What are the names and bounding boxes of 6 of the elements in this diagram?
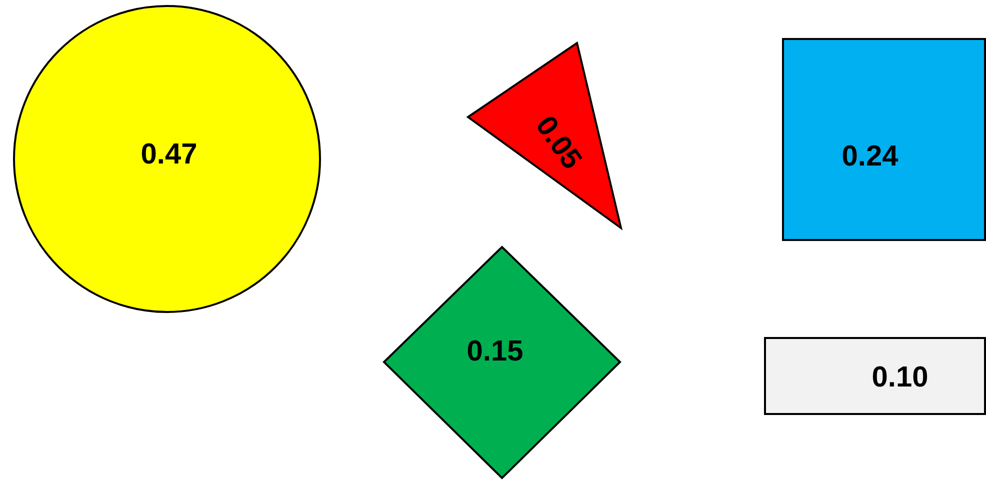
- value-text: 0.47: [140, 140, 198, 170]
- value-text: 0.10: [872, 364, 928, 392]
- value-text: 0.15: [466, 338, 524, 366]
- value-text: 0.24: [842, 142, 898, 172]
- rectangle-shape: [764, 337, 986, 415]
- square-shape: [782, 38, 986, 241]
